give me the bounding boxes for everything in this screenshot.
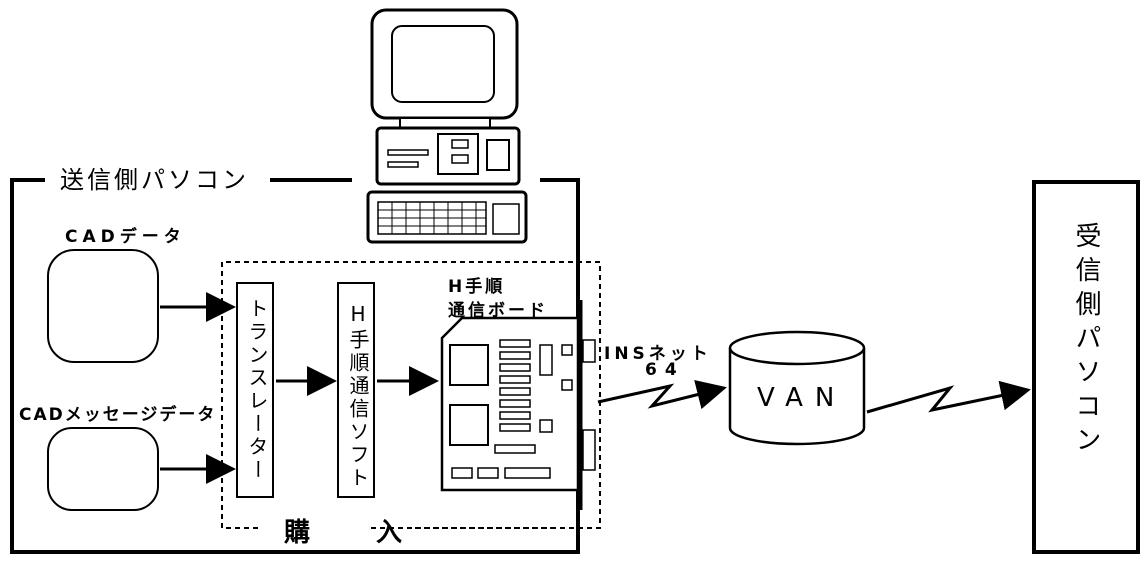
- cad-message-data-box: [47, 427, 159, 511]
- communication-board-icon: [440, 300, 596, 510]
- software-box: [337, 282, 375, 498]
- cad-message-data-label: CADメッセージデータ: [19, 405, 217, 425]
- cad-data-label: CADデータ: [65, 227, 186, 247]
- sender-frame: [10, 178, 580, 554]
- cad-data-box: [47, 249, 159, 363]
- board-label-line2: 通信ボード: [448, 301, 548, 321]
- van-cylinder: [728, 330, 866, 446]
- purchase-box: [221, 261, 601, 529]
- board-label-line1: H手順: [448, 277, 506, 297]
- translator-label: トランスレーター: [245, 298, 269, 482]
- receiver-box: [1032, 180, 1140, 554]
- translator-box: [236, 282, 274, 498]
- software-label: H手順通信ソフト: [346, 302, 370, 490]
- network-label-line1: INSネット: [604, 344, 712, 364]
- computer-icon: [366, 8, 528, 244]
- arrow-board-to-van: [597, 379, 727, 410]
- arrows: [160, 292, 1031, 484]
- van-label: VAN: [757, 383, 847, 413]
- purchase-label-right: 入: [376, 518, 403, 548]
- arrow-van-to-receiver: [866, 380, 1031, 414]
- network-label-line2: 64: [645, 360, 685, 380]
- purchase-label-left: 購: [284, 518, 311, 548]
- receiver-label: 受信側パソコン: [1071, 222, 1101, 460]
- sender-title: 送信側パソコン: [60, 166, 249, 194]
